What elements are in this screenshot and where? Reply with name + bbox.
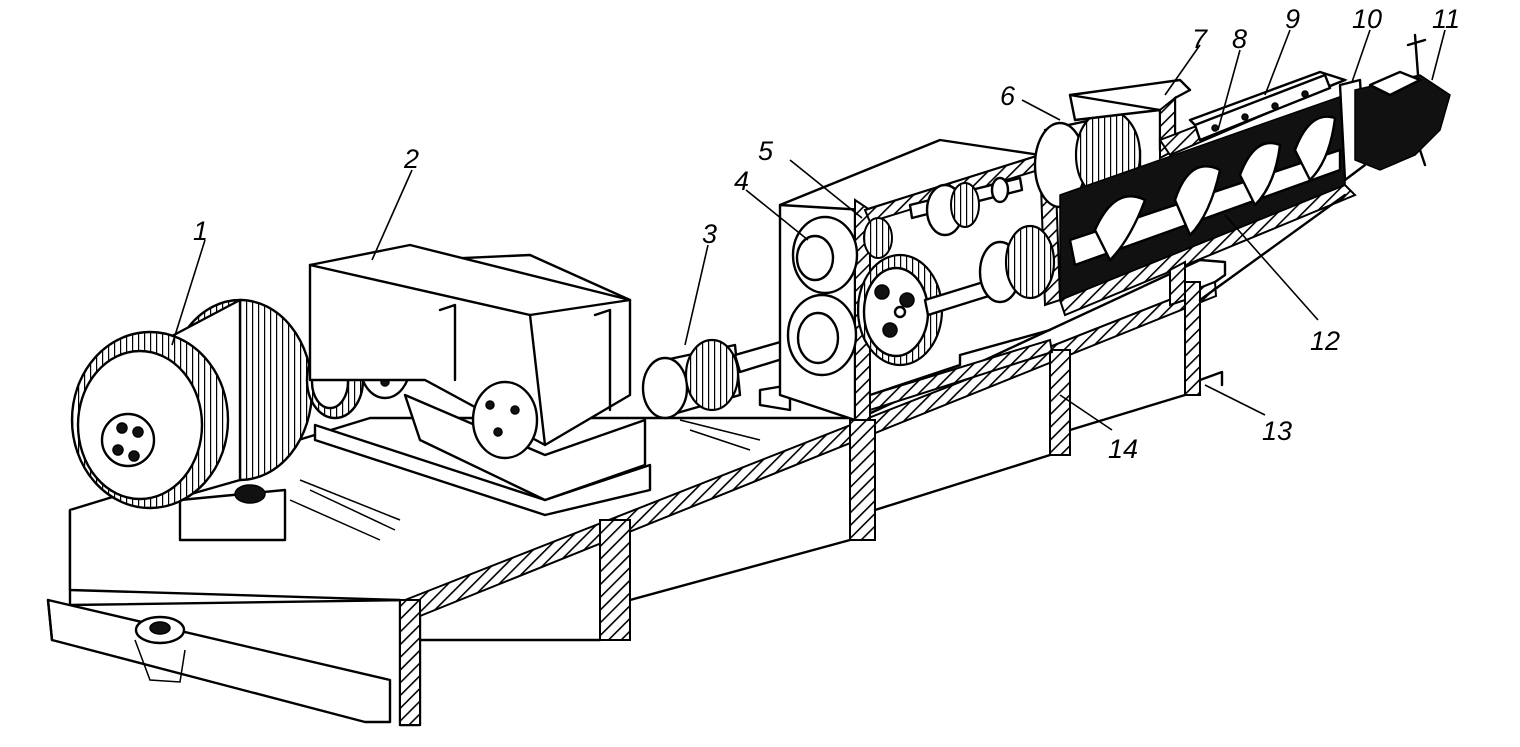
label-12: 12 [1310, 326, 1340, 356]
label-6: 6 [1000, 81, 1016, 111]
internal-gear-train [856, 176, 1056, 367]
label-5: 5 [758, 136, 774, 166]
label-14: 14 [1108, 434, 1138, 464]
coupling [641, 333, 807, 420]
heater-jacket [1193, 73, 1332, 142]
label-2: 2 [403, 144, 419, 174]
label-1: 1 [193, 216, 208, 246]
leader-lines [171, 29, 1446, 431]
support-frame [1169, 193, 1347, 307]
label-3: 3 [702, 219, 717, 249]
label-10: 10 [1352, 4, 1382, 34]
part-labels: 1 2 3 4 5 6 7 8 9 10 11 12 13 14 [193, 4, 1460, 464]
label-8: 8 [1232, 24, 1247, 54]
drive-gear [791, 215, 893, 295]
base-bed [46, 258, 1227, 727]
screw [1068, 115, 1342, 267]
electric-motor [70, 298, 314, 542]
die-head [1354, 33, 1451, 171]
label-11: 11 [1432, 4, 1460, 34]
label-4: 4 [734, 166, 749, 196]
label-9: 9 [1285, 4, 1300, 34]
label-13: 13 [1262, 416, 1292, 446]
label-7: 7 [1192, 24, 1208, 54]
reduction-gearbox [308, 243, 652, 517]
